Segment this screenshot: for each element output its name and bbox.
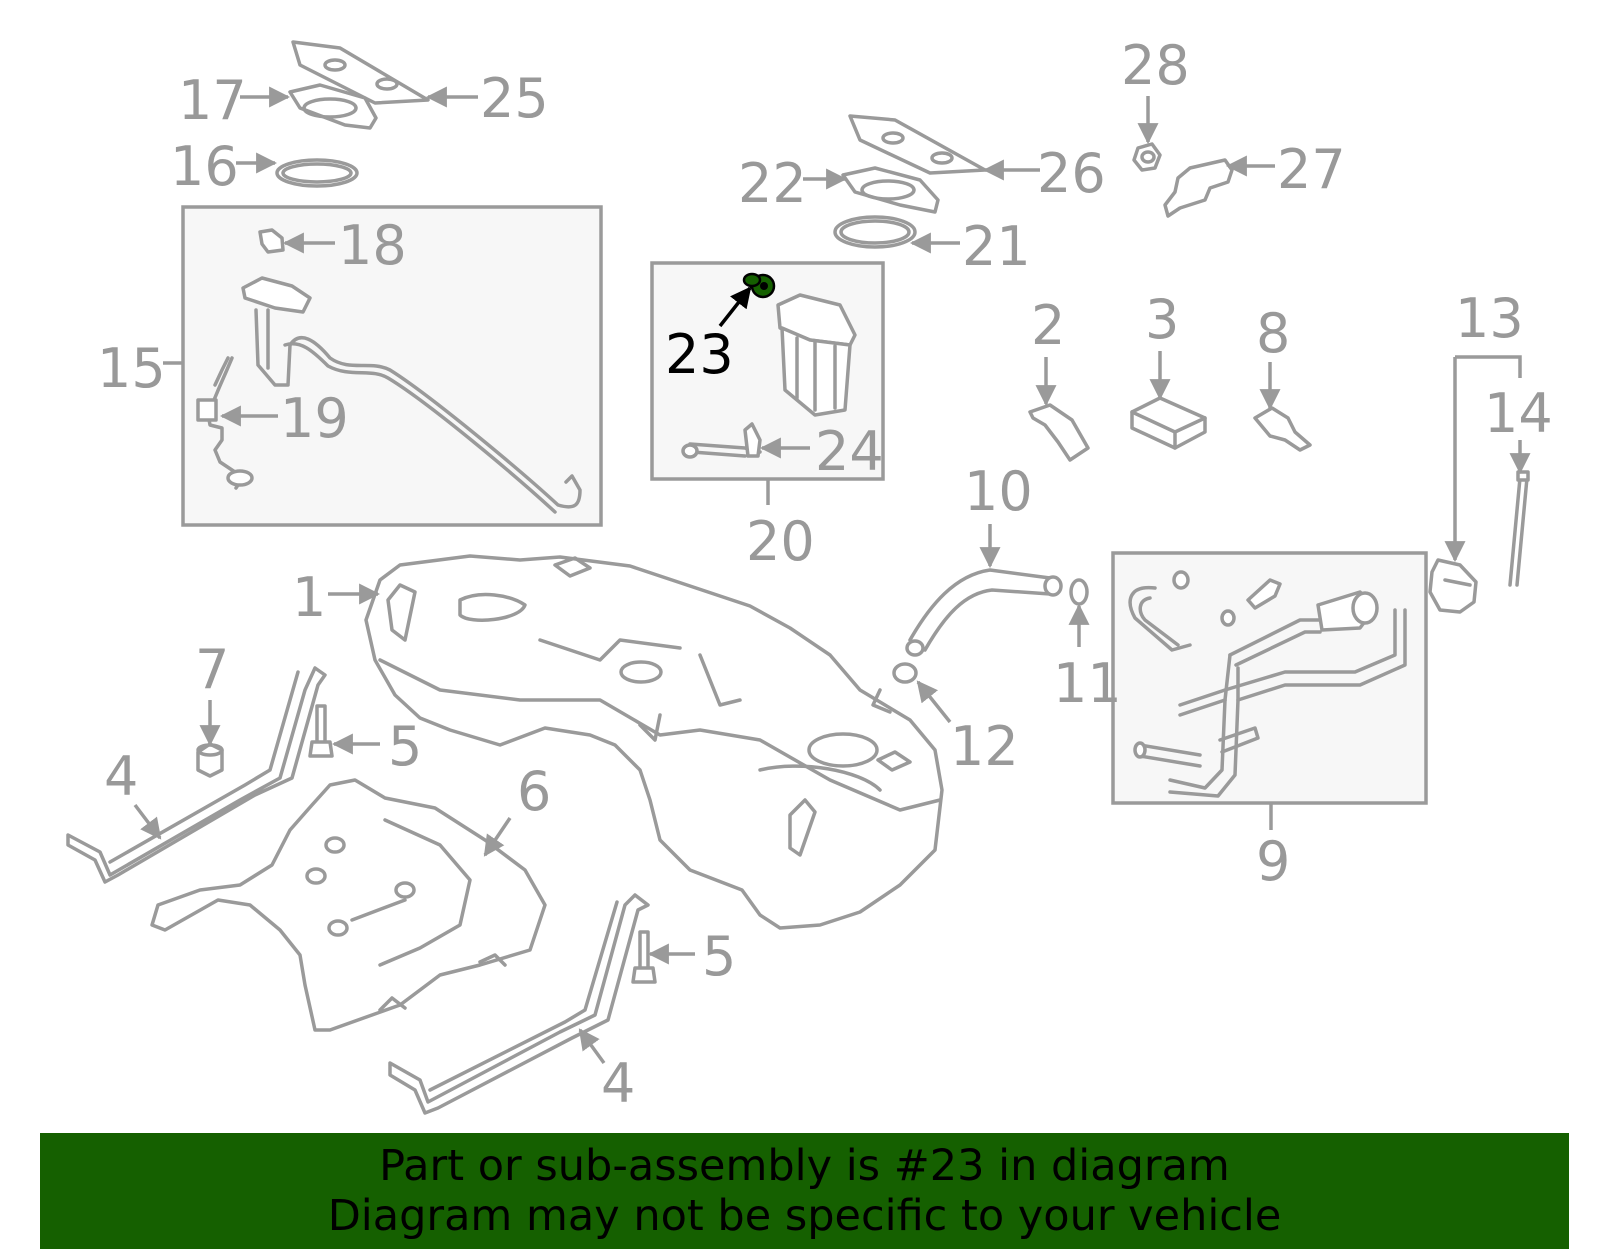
part-17-lock-ring[interactable] (288, 83, 378, 130)
label-26: 26 (1037, 142, 1106, 205)
label-5-upper: 5 (388, 715, 422, 778)
part-8-bracket[interactable] (1253, 406, 1312, 452)
part-5-bolt-lower[interactable] (631, 930, 657, 984)
part-7-plug[interactable] (196, 742, 224, 778)
label-16: 16 (170, 135, 239, 198)
label-25: 25 (480, 67, 549, 130)
label-28: 28 (1121, 34, 1190, 97)
label-2: 2 (1031, 294, 1065, 357)
label-18: 18 (338, 214, 407, 277)
label-4-upper: 4 (104, 745, 138, 808)
label-19: 19 (280, 387, 349, 450)
label-9: 9 (1256, 830, 1290, 893)
label-7: 7 (195, 638, 229, 701)
part-19-wiring-harness[interactable] (196, 356, 254, 490)
part-24-float-arm[interactable] (681, 422, 762, 459)
part-3-pad[interactable] (1130, 396, 1207, 450)
label-11: 11 (1053, 652, 1122, 715)
label-6: 6 (517, 760, 551, 823)
part-20-fuel-level-sender[interactable] (776, 293, 857, 417)
label-24: 24 (815, 420, 884, 483)
label-15: 15 (97, 337, 166, 400)
label-5-lower: 5 (702, 925, 736, 988)
label-4-lower: 4 (601, 1052, 635, 1115)
part-27-bracket[interactable] (1163, 158, 1234, 218)
label-21: 21 (962, 215, 1031, 278)
part-11-clamp[interactable] (1069, 578, 1089, 606)
part-15-pump-assembly[interactable] (241, 276, 582, 514)
label-20: 20 (746, 510, 815, 573)
part-26-cover-plate[interactable] (848, 114, 987, 175)
part-14-support-rod[interactable] (1508, 470, 1530, 587)
label-12: 12 (950, 715, 1019, 778)
part-4-tank-strap-lower[interactable] (388, 893, 650, 1115)
label-14: 14 (1484, 382, 1553, 445)
label-17: 17 (178, 69, 247, 132)
part-13-filler-cap-housing[interactable] (1428, 558, 1478, 614)
part-23-highlighted-component[interactable] (742, 272, 776, 299)
label-3: 3 (1145, 288, 1179, 351)
label-10: 10 (964, 460, 1033, 523)
part-12-grommet[interactable] (892, 662, 918, 684)
part-25-cover-plate[interactable] (291, 40, 430, 105)
part-notice-banner: Part or sub-assembly is #23 in diagram D… (40, 1133, 1569, 1249)
label-27: 27 (1277, 138, 1346, 201)
label-1: 1 (292, 566, 326, 629)
banner-line-2: Diagram may not be specific to your vehi… (327, 1191, 1282, 1241)
part-9-filler-pipe-assembly[interactable] (1128, 570, 1407, 798)
banner-line-1: Part or sub-assembly is #23 in diagram (379, 1141, 1230, 1191)
label-13: 13 (1455, 287, 1524, 350)
part-28-nut[interactable] (1132, 142, 1162, 172)
label-8: 8 (1256, 302, 1290, 365)
part-2-shield[interactable] (1028, 403, 1090, 462)
pump-assembly-box-15 (181, 205, 603, 527)
label-23: 23 (665, 323, 734, 386)
part-22-lock-ring[interactable] (841, 166, 940, 214)
part-4-tank-strap-upper[interactable] (66, 666, 327, 884)
label-22: 22 (738, 152, 807, 215)
part-5-bolt-upper[interactable] (308, 704, 334, 758)
part-1-fuel-tank[interactable] (364, 554, 944, 930)
part-21-gasket[interactable] (833, 215, 917, 249)
part-10-vent-hose[interactable] (905, 568, 1063, 657)
